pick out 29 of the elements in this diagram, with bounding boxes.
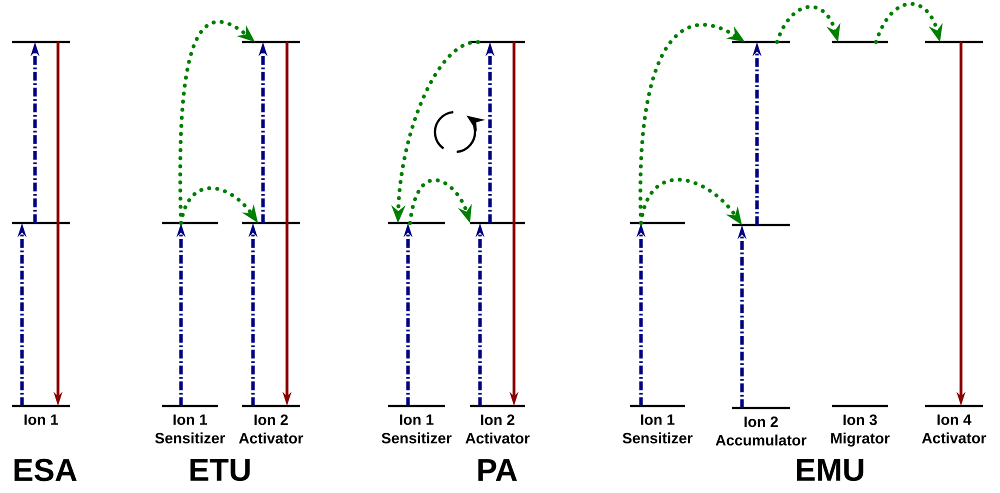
energy-level xyxy=(470,40,525,44)
ion-label: Ion 1 Sensitizer xyxy=(155,414,226,444)
energy-level xyxy=(470,222,525,224)
transfer-arrow xyxy=(408,178,472,225)
ion-label: Ion 2 Accumulator xyxy=(716,416,806,446)
ion-label: Ion 1 Sensitizer xyxy=(382,414,452,444)
energy-level xyxy=(732,40,790,44)
mechanism-title: EMU xyxy=(796,458,864,482)
energy-level xyxy=(732,224,790,226)
energy-level xyxy=(12,222,70,224)
transfer-arrow xyxy=(775,5,840,44)
energy-level xyxy=(388,222,445,224)
mechanism-title: ETU xyxy=(190,458,250,482)
ion-label: Ion 2 Activator xyxy=(466,414,530,444)
mechanism-title: ESA xyxy=(14,458,77,482)
energy-level xyxy=(630,222,685,224)
ion-label: Ion 4 Activator xyxy=(922,414,986,444)
ion-label: Ion 1 Sensitizer xyxy=(622,414,693,444)
mechanism-title: PA xyxy=(478,459,517,481)
ion-label: Ion 1 xyxy=(24,414,58,425)
energy-level xyxy=(832,40,888,44)
energy-level xyxy=(242,222,300,224)
energy-level xyxy=(242,40,300,44)
energy-level xyxy=(162,222,218,224)
ion-label: Ion 2 Activator xyxy=(239,414,304,444)
energy-level xyxy=(925,40,983,44)
ion-label: Ion 3 Migrator xyxy=(831,414,890,447)
energy-level xyxy=(12,40,70,44)
transfer-arrow xyxy=(874,2,943,44)
